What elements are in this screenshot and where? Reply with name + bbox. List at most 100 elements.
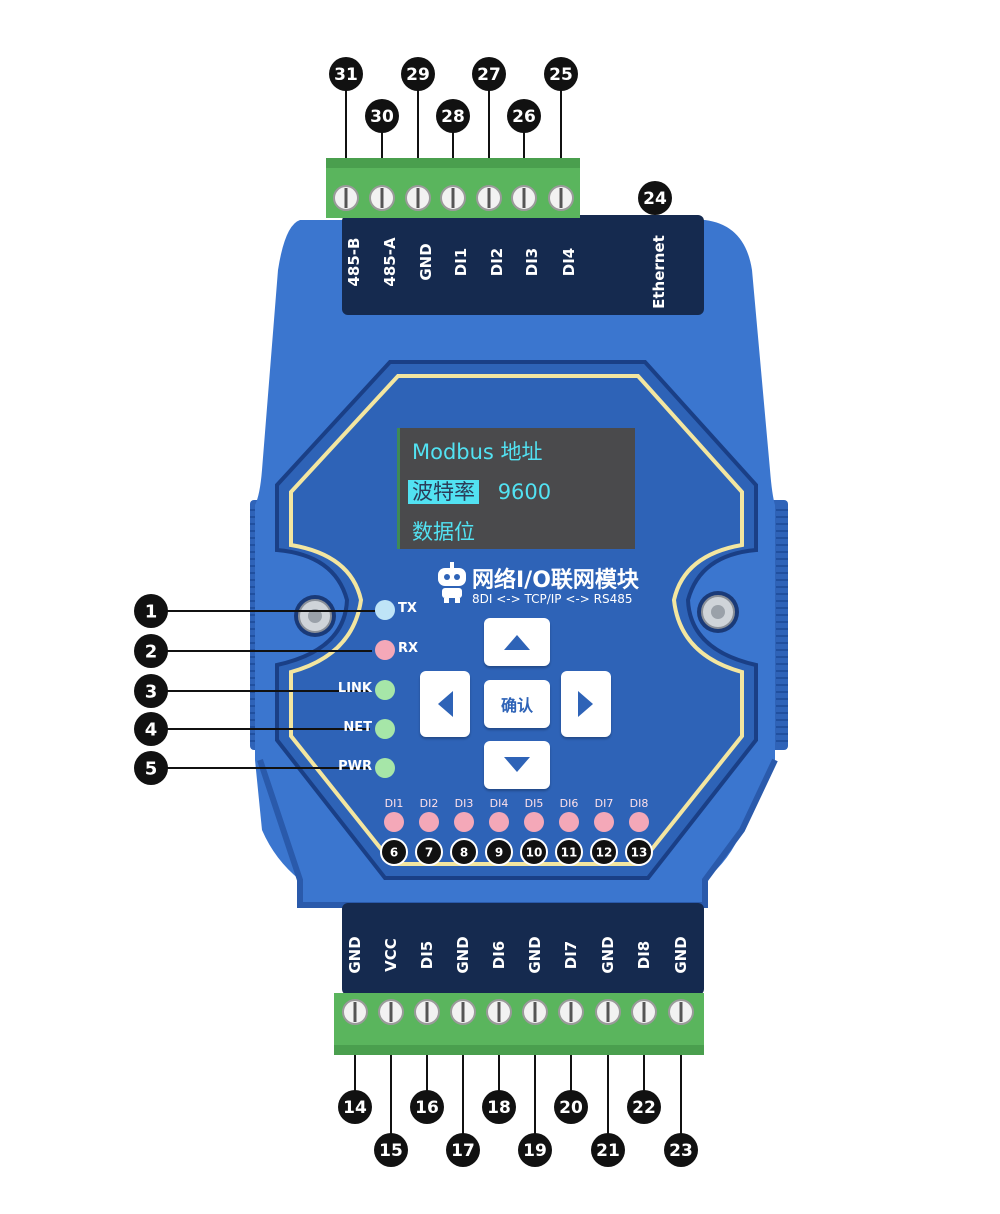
- left-arrow-icon: [438, 691, 453, 717]
- callout-marker: 17: [446, 1133, 480, 1167]
- top-terminal-screw: [476, 185, 502, 211]
- bottom-terminal-screw: [631, 999, 657, 1025]
- robot-icon: [438, 562, 466, 603]
- di-led: [594, 812, 614, 832]
- down-button[interactable]: [484, 741, 550, 789]
- callout-number: 7: [425, 845, 433, 859]
- callout-number: 16: [415, 1098, 439, 1118]
- callout-number: 17: [451, 1141, 475, 1161]
- mount-screw-left: [294, 595, 336, 637]
- status-led-link: [375, 680, 395, 700]
- bottom-terminal-screw: [342, 999, 368, 1025]
- top-terminal-label: 485-A: [381, 237, 399, 287]
- top-terminal-label: DI3: [523, 247, 541, 277]
- callout-marker: 4: [134, 712, 168, 746]
- bottom-terminal-label: GND: [599, 936, 617, 974]
- status-led-net: [375, 719, 395, 739]
- status-led-pwr: [375, 758, 395, 778]
- callout-marker: 29: [401, 57, 435, 91]
- confirm-label: 确认: [500, 696, 533, 715]
- bottom-terminal-screw: [414, 999, 440, 1025]
- callout-marker: 14: [338, 1090, 372, 1124]
- callout-marker: 20: [554, 1090, 588, 1124]
- callout-marker: 25: [544, 57, 578, 91]
- down-arrow-icon: [504, 757, 530, 772]
- top-terminal-screw: [548, 185, 574, 211]
- di-led-label: DI7: [594, 797, 614, 810]
- callout-marker: 18: [482, 1090, 516, 1124]
- bottom-terminal-block: [334, 993, 704, 1055]
- di-led: [559, 812, 579, 832]
- bottom-terminal-screw: [558, 999, 584, 1025]
- top-terminal-screw: [333, 185, 359, 211]
- callout-number: 9: [495, 845, 503, 859]
- callout-marker: 12: [590, 838, 618, 866]
- callout-marker: 7: [415, 838, 443, 866]
- callout-number: 4: [145, 719, 158, 740]
- confirm-button[interactable]: 确认: [484, 680, 550, 728]
- bottom-terminal-label: GND: [346, 936, 364, 974]
- callout-marker: 5: [134, 751, 168, 785]
- callout-number: 1: [145, 601, 158, 622]
- top-terminal-label: DI4: [560, 247, 578, 277]
- top-terminal-label: DI1: [452, 247, 470, 277]
- oled-line-1: Modbus 地址: [412, 440, 543, 464]
- di-led-label: DI8: [629, 797, 649, 810]
- di-led-label: DI5: [524, 797, 544, 810]
- oled-value: 9600: [497, 480, 552, 504]
- left-button[interactable]: [420, 671, 470, 737]
- callout-number: 25: [549, 65, 573, 85]
- status-led-rx: [375, 640, 395, 660]
- di-led-label: DI3: [454, 797, 474, 810]
- di-led-label: DI6: [559, 797, 579, 810]
- top-terminal-block: [326, 158, 580, 218]
- up-button[interactable]: [484, 618, 550, 666]
- bottom-label-strip: [342, 903, 704, 995]
- callout-marker: 15: [374, 1133, 408, 1167]
- oled-display: Modbus 地址 波特率 9600 数据位: [397, 428, 635, 549]
- callout-number: 31: [334, 65, 358, 85]
- callout-number: 23: [669, 1141, 693, 1161]
- bottom-terminal-label: GND: [526, 936, 544, 974]
- top-terminal-screw: [440, 185, 466, 211]
- callout-marker: 23: [664, 1133, 698, 1167]
- callout-number: 18: [487, 1098, 511, 1118]
- top-terminal-screw: [369, 185, 395, 211]
- bottom-terminal-screw: [486, 999, 512, 1025]
- callout-marker: 24: [638, 181, 672, 215]
- top-terminal-label: 485-B: [345, 237, 363, 287]
- callout-number: 10: [526, 845, 543, 859]
- mount-screw-right: [697, 591, 739, 633]
- callout-marker: 28: [436, 99, 470, 133]
- callout-number: 13: [631, 845, 648, 859]
- callout-marker: 10: [520, 838, 548, 866]
- right-arrow-icon: [578, 691, 593, 717]
- up-arrow-icon: [504, 635, 530, 650]
- bottom-terminal-screw: [595, 999, 621, 1025]
- status-led-label: TX: [398, 601, 417, 616]
- callout-number: 24: [643, 189, 667, 209]
- di-led-label: DI4: [489, 797, 509, 810]
- top-terminal-label: DI2: [488, 247, 506, 277]
- bottom-terminal-label: DI5: [418, 940, 436, 970]
- callout-number: 12: [596, 845, 613, 859]
- top-terminal-screw: [511, 185, 537, 211]
- bottom-terminal-screw: [450, 999, 476, 1025]
- callout-marker: 19: [518, 1133, 552, 1167]
- callout-marker: 13: [625, 838, 653, 866]
- bottom-terminal-screw: [668, 999, 694, 1025]
- bottom-terminal-label: DI7: [562, 940, 580, 970]
- di-led: [384, 812, 404, 832]
- di-led-label: DI2: [419, 797, 439, 810]
- callout-marker: 1: [134, 594, 168, 628]
- callout-number: 22: [632, 1098, 656, 1118]
- right-button[interactable]: [561, 671, 611, 737]
- callout-marker: 16: [410, 1090, 444, 1124]
- callout-number: 21: [596, 1141, 620, 1161]
- status-led-label: PWR: [338, 759, 372, 774]
- callout-number: 20: [559, 1098, 583, 1118]
- callout-marker: 22: [627, 1090, 661, 1124]
- status-led-label: NET: [343, 720, 372, 735]
- di-led: [454, 812, 474, 832]
